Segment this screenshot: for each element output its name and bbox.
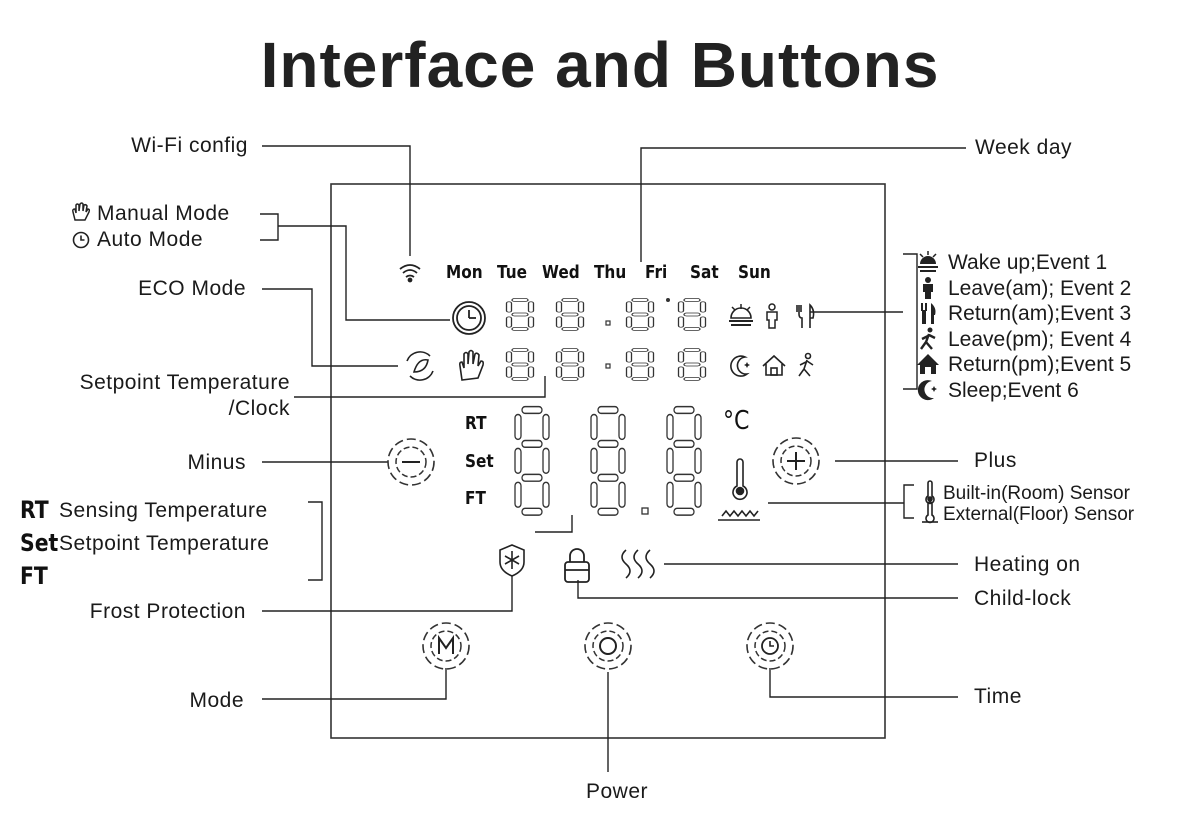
lcd-ft-label: FT xyxy=(465,488,486,509)
legend-person-walking-icon xyxy=(920,327,936,350)
set-setpoint-label: Setpoint Temperature xyxy=(59,532,270,555)
frost-protection-label: Frost Protection xyxy=(89,600,246,623)
event-3-label: Return(am);Event 3 xyxy=(948,302,1132,325)
event-1-label: Wake up;Event 1 xyxy=(948,251,1108,274)
sensor-external-label: External(Floor) Sensor xyxy=(943,504,1135,525)
leader-lines xyxy=(260,145,966,772)
rt-tag: RT xyxy=(20,496,49,524)
floor-heating-icon xyxy=(718,509,760,521)
auto-mode-label: Auto Mode xyxy=(97,228,204,251)
day-mon: Mon xyxy=(446,262,483,283)
week-day-label: Week day xyxy=(975,136,1072,159)
lcd-rt-label: RT xyxy=(465,413,487,434)
set-tag: Set xyxy=(20,529,59,557)
eco-mode-label: ECO Mode xyxy=(138,277,246,300)
event-4-label: Leave(pm); Event 4 xyxy=(948,328,1132,351)
power-label: Power xyxy=(586,780,649,803)
mode-button xyxy=(422,622,470,670)
manual-mode-small-icon xyxy=(72,202,91,221)
legend-moon-icon xyxy=(917,380,937,401)
lock-icon xyxy=(564,548,590,583)
day-thu: Thu xyxy=(594,262,627,283)
plus-label: Plus xyxy=(974,449,1017,472)
manual-mode-label: Manual Mode xyxy=(97,202,230,225)
page-title: Interface and Buttons xyxy=(260,29,940,101)
day-fri: Fri xyxy=(645,262,668,283)
eco-icon xyxy=(406,351,434,381)
day-sun: Sun xyxy=(738,262,771,283)
event-6-label: Sleep;Event 6 xyxy=(948,379,1079,402)
legend-house-icon xyxy=(917,354,939,374)
lcd-celsius-label: °C xyxy=(723,406,750,436)
day-wed: Wed xyxy=(542,262,580,283)
child-lock-label: Child-lock xyxy=(974,587,1072,610)
event-2-label: Leave(am); Event 2 xyxy=(948,277,1132,300)
time-button xyxy=(746,622,794,670)
rt-sensing-label: Sensing Temperature xyxy=(59,499,268,522)
heating-on-label: Heating on xyxy=(974,553,1081,576)
day-tue: Tue xyxy=(497,262,528,283)
hand-icon xyxy=(458,349,485,381)
temperature-digits xyxy=(515,407,701,515)
clock-digits-top xyxy=(507,298,706,330)
minus-label: Minus xyxy=(187,451,246,474)
heating-waves-icon xyxy=(621,549,655,579)
wifi-config-label: Wi-Fi config xyxy=(131,134,248,157)
plus-button xyxy=(772,437,820,485)
legend-sunrise-icon xyxy=(918,251,938,272)
time-label: Time xyxy=(974,685,1022,708)
fork-knife-icon xyxy=(796,303,815,328)
person-walking-icon xyxy=(798,352,814,377)
legend-thermometer-icon xyxy=(925,480,935,505)
event-5-label: Return(pm);Event 5 xyxy=(948,353,1132,376)
sunrise-icon xyxy=(729,304,753,326)
day-sat: Sat xyxy=(690,262,719,283)
setpoint-clock-label-line1: Setpoint Temperature xyxy=(79,371,290,394)
sensor-builtin-label: Built-in(Room) Sensor xyxy=(943,483,1130,504)
legend-person-standing-icon xyxy=(923,277,933,299)
person-standing-icon xyxy=(766,303,778,329)
wifi-icon xyxy=(399,264,421,283)
legend-fork-knife-icon xyxy=(921,303,936,324)
auto-mode-small-icon xyxy=(72,231,90,249)
clock-digits-bottom xyxy=(507,349,706,381)
minus-button xyxy=(387,438,435,486)
mode-label: Mode xyxy=(189,689,244,712)
moon-icon xyxy=(730,355,750,377)
clock-icon xyxy=(452,301,486,335)
lcd-set-label: Set xyxy=(465,451,494,472)
ft-tag: FT xyxy=(20,562,48,590)
legend-floor-thermometer-icon xyxy=(922,501,938,524)
setpoint-clock-label-line2: /Clock xyxy=(228,397,290,420)
house-icon xyxy=(762,354,786,376)
power-button xyxy=(584,622,632,670)
frost-protection-icon xyxy=(499,544,525,577)
thermometer-icon xyxy=(732,458,748,501)
